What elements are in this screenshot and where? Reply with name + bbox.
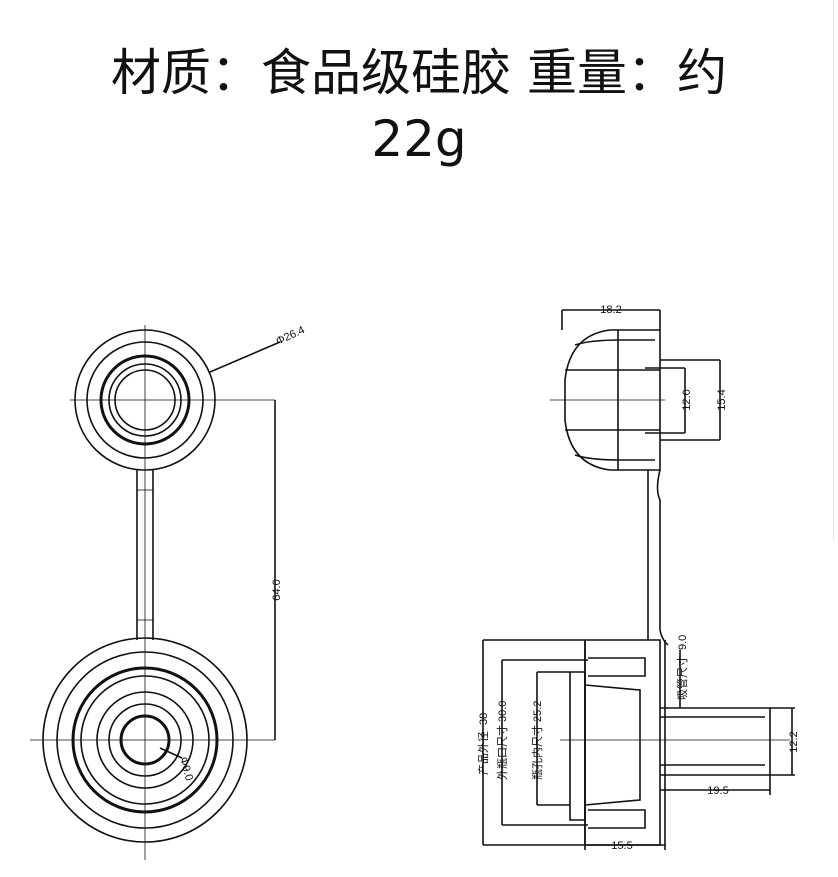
- page-title: 材质：食品级硅胶 重量：约 22g: [0, 40, 838, 172]
- dim-tube-diameter: 12.2: [788, 731, 800, 752]
- dim-tube-length: 19.5: [707, 785, 728, 797]
- dim-outer-diameter-label: 产品外径: [476, 731, 490, 775]
- dim-hole: 25.2: [532, 701, 544, 722]
- side-view: 18.2 12.0 15.4 产品外径 38 外瓶口尺寸 30.0 瓶孔内尺寸 …: [476, 304, 800, 852]
- dim-tube-size: 9.0: [677, 635, 689, 650]
- dim-diameter-inner: Φ9.0: [177, 756, 195, 782]
- dim-outer-diameter: 38: [478, 713, 490, 725]
- scrollbar-edge: [833, 0, 834, 540]
- dim-cap-outer: 15.4: [716, 389, 728, 410]
- dim-mouth: 30.0: [497, 701, 509, 722]
- title-line-1: 材质：食品级硅胶 重量：约: [111, 44, 727, 102]
- dim-cap-width: 18.2: [600, 304, 621, 316]
- dim-length: 64.0: [271, 579, 283, 600]
- dim-cap-inner: 12.0: [681, 389, 693, 410]
- title-line-2: 22g: [371, 110, 467, 168]
- dim-tube-size-label: 吸管尺寸: [675, 656, 689, 700]
- dim-mouth-label: 外瓶口尺寸: [495, 725, 509, 780]
- dim-body-depth: 15.5: [611, 840, 632, 852]
- dim-diameter-top: Φ26.4: [274, 324, 306, 348]
- dim-hole-label: 瓶孔内尺寸: [530, 725, 544, 780]
- front-view: Φ26.4 64.0 Φ9.0: [30, 324, 307, 860]
